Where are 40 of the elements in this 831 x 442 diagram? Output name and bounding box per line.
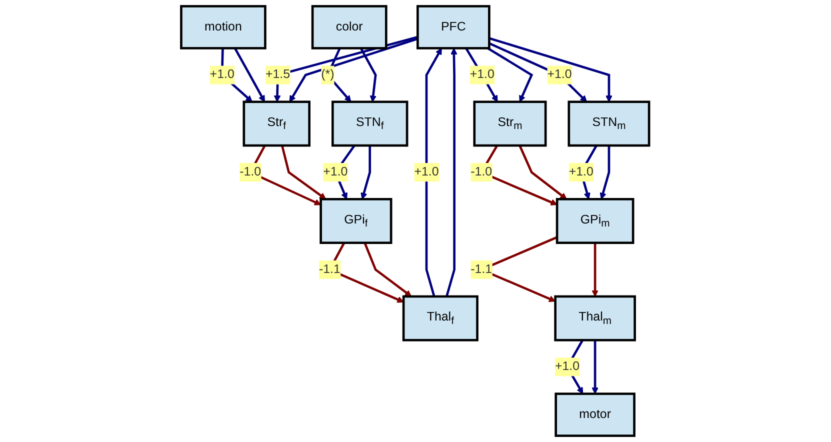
edge-label: -1.0 bbox=[240, 165, 262, 179]
node-box: PFC bbox=[416, 5, 491, 50]
node-box: color bbox=[312, 5, 388, 50]
edge-label: +1.5 bbox=[266, 68, 290, 82]
arrow bbox=[592, 242, 599, 297]
arrow bbox=[360, 48, 378, 102]
node-box: STN$_{f}$ bbox=[332, 100, 409, 147]
arrow bbox=[489, 37, 613, 102]
arrow bbox=[426, 48, 442, 297]
arrow bbox=[446, 48, 458, 297]
edge-label: +1.0 bbox=[555, 360, 580, 374]
node-box: STN$_{m}$ bbox=[568, 100, 651, 147]
node-box: motor bbox=[555, 392, 636, 437]
edge-label: -1.1 bbox=[319, 262, 341, 276]
edge-label: +1.0 bbox=[324, 165, 348, 179]
arrow bbox=[281, 145, 326, 200]
node-box: motion bbox=[180, 5, 267, 50]
arrow bbox=[488, 47, 534, 102]
edge-label: (*) bbox=[321, 68, 335, 82]
node-box: Str$_{f}$ bbox=[243, 100, 311, 147]
node-box: Thal$_{f}$ bbox=[402, 295, 479, 342]
edge-label: +1.0 bbox=[470, 68, 495, 82]
edge-label: -1.0 bbox=[471, 165, 492, 179]
node-box: Thal$_{m}$ bbox=[554, 295, 636, 342]
arrow bbox=[465, 48, 498, 102]
edge-label: +1.0 bbox=[569, 165, 594, 179]
node-box: GPi$_{m}$ bbox=[556, 198, 635, 244]
arrow bbox=[234, 48, 266, 102]
arrow bbox=[360, 146, 372, 200]
edge-label: -1.1 bbox=[471, 262, 492, 276]
arrow bbox=[592, 340, 599, 394]
arrow bbox=[489, 42, 588, 102]
edge-label: +1.0 bbox=[414, 165, 440, 179]
edge-label: +1.0 bbox=[210, 68, 235, 82]
arrow bbox=[600, 146, 610, 200]
edge-label: +1.0 bbox=[548, 68, 572, 82]
arrow bbox=[364, 242, 412, 297]
node-box: GPi$_{f}$ bbox=[320, 198, 393, 244]
node-box: Str$_{m}$ bbox=[474, 100, 548, 147]
arrow bbox=[519, 145, 568, 200]
